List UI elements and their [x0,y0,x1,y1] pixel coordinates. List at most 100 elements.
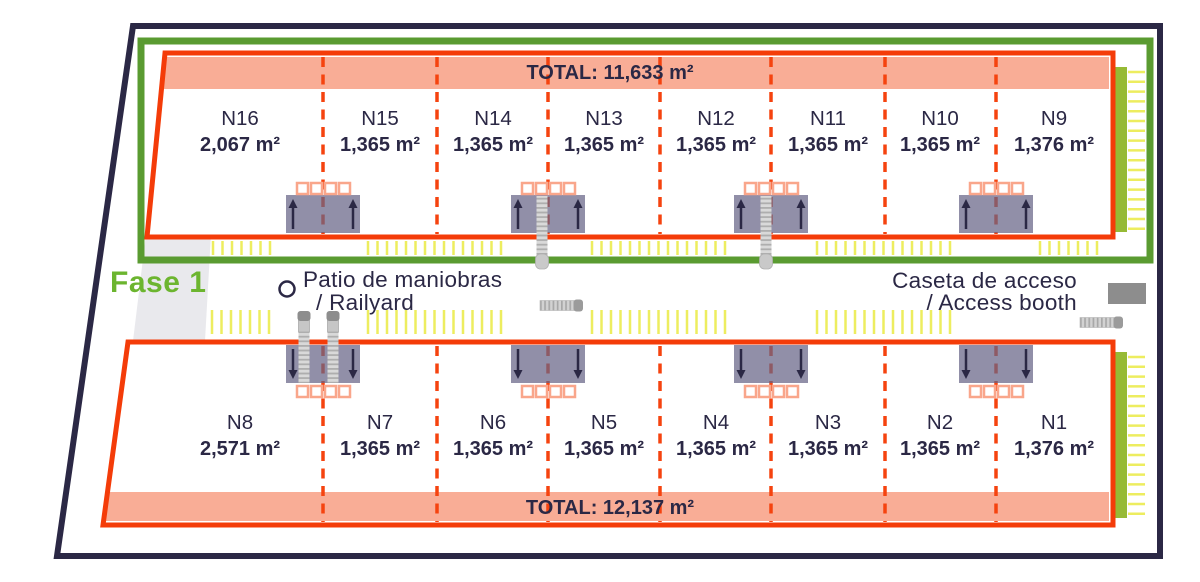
dock-door [996,384,1011,399]
railyard-marker-icon [278,280,296,298]
dock-door [1010,181,1025,196]
rail-track [759,196,773,270]
dock-arrow-head [513,199,523,208]
unit-name-N14: N14 [474,107,512,130]
unit-name-N6: N6 [480,411,506,434]
unit-area-N11: 1,365 m² [788,134,868,156]
dock-door [337,384,352,399]
dock-door [534,384,549,399]
access-booth [1108,283,1146,304]
unit-name-N5: N5 [591,411,617,434]
unit-area-N7: 1,365 m² [340,438,420,460]
building-outline [100,339,1116,528]
locomotive-cab [326,311,340,321]
dock-door [771,181,786,196]
unit-name-N8: N8 [227,411,253,434]
unit-name-N15: N15 [361,107,399,130]
unit-area-N9: 1,376 m² [1014,134,1094,156]
unit-area-N1: 1,376 m² [1014,438,1094,460]
railyard-locomotive [297,311,311,383]
truck-icon [539,299,583,312]
truck-icon [1079,316,1123,329]
dock-door [562,384,577,399]
unit-area-N16: 2,067 m² [200,134,280,156]
rail-ties [298,330,310,383]
dock-door [982,384,997,399]
unit-area-N4: 1,365 m² [676,438,756,460]
rail-buffer [535,253,549,270]
dock-arrow-head [288,199,298,208]
dock-door [968,181,983,196]
rail-ties [536,196,548,256]
building-outline [144,50,1116,240]
unit-name-N4: N4 [703,411,729,434]
dock-door [520,181,535,196]
dock-door [548,181,563,196]
unit-area-N8: 2,571 m² [200,438,280,460]
unit-name-N10: N10 [921,107,959,130]
dock-door [520,384,535,399]
dock-door [295,384,310,399]
dock-pad [511,195,585,233]
railyard-label-line1: Patio de maniobras [303,267,502,292]
dock-pad [959,195,1033,233]
unit-area-N3: 1,365 m² [788,438,868,460]
dock-door [295,181,310,196]
dock-door [323,384,338,399]
grass-strips [1113,67,1127,518]
unit-area-N6: 1,365 m² [453,438,533,460]
dock-arrow-head [736,199,746,208]
building-south: N8 2,571 m² N7 1,365 m² N6 1,365 m² N5 1,365 m²… [100,339,1116,528]
rail-track [535,196,549,270]
unit-area-N14: 1,365 m² [453,134,533,156]
unit-name-N3: N3 [815,411,841,434]
dock-arrow-head [736,370,746,379]
railyard-locomotive [326,311,340,383]
dock-arrow-head [573,370,583,379]
dock-door [337,181,352,196]
loading-dock [286,181,360,233]
unit-area-N13: 1,365 m² [564,134,644,156]
access-booth-label-line2: / Access booth [926,290,1077,315]
dock-door [562,181,577,196]
dock-pad [286,345,360,383]
dock-pad [511,345,585,383]
dock-door [309,384,324,399]
unit-name-N12: N12 [697,107,735,130]
unit-area-N15: 1,365 m² [340,134,420,156]
dock-arrow-head [513,370,523,379]
rail-buffer [759,253,773,270]
unit-name-N11: N11 [810,107,846,130]
unit-name-N2: N2 [927,411,953,434]
dock-door [743,384,758,399]
grass-strip-south [1113,352,1127,518]
unit-name-N7: N7 [367,411,393,434]
site-boundary [53,23,1163,559]
dock-door [785,181,800,196]
dock-arrow-head [573,199,583,208]
dock-arrow-head [348,199,358,208]
dock-arrow-head [348,370,358,379]
dock-door [982,181,997,196]
dock-door [534,181,549,196]
access-booth-label-line1: Caseta de acceso [892,268,1077,293]
unit-name-N1: N1 [1041,411,1067,434]
dock-arrow-head [961,370,971,379]
dock-door [757,384,772,399]
total-band [161,57,1109,89]
unit-area-N12: 1,365 m² [676,134,756,156]
phase1-boundary [137,37,1154,264]
dock-door [996,181,1011,196]
loading-dock [286,345,360,399]
dock-arrow-head [288,370,298,379]
unit-name-N16: N16 [221,107,259,130]
building-footprint [147,53,1113,237]
dock-pad [959,345,1033,383]
dock-door [785,384,800,399]
dock-door [968,384,983,399]
phase-label: Fase 1 [110,266,206,299]
dock-arrow-head [1021,199,1031,208]
loading-dock [959,181,1033,233]
